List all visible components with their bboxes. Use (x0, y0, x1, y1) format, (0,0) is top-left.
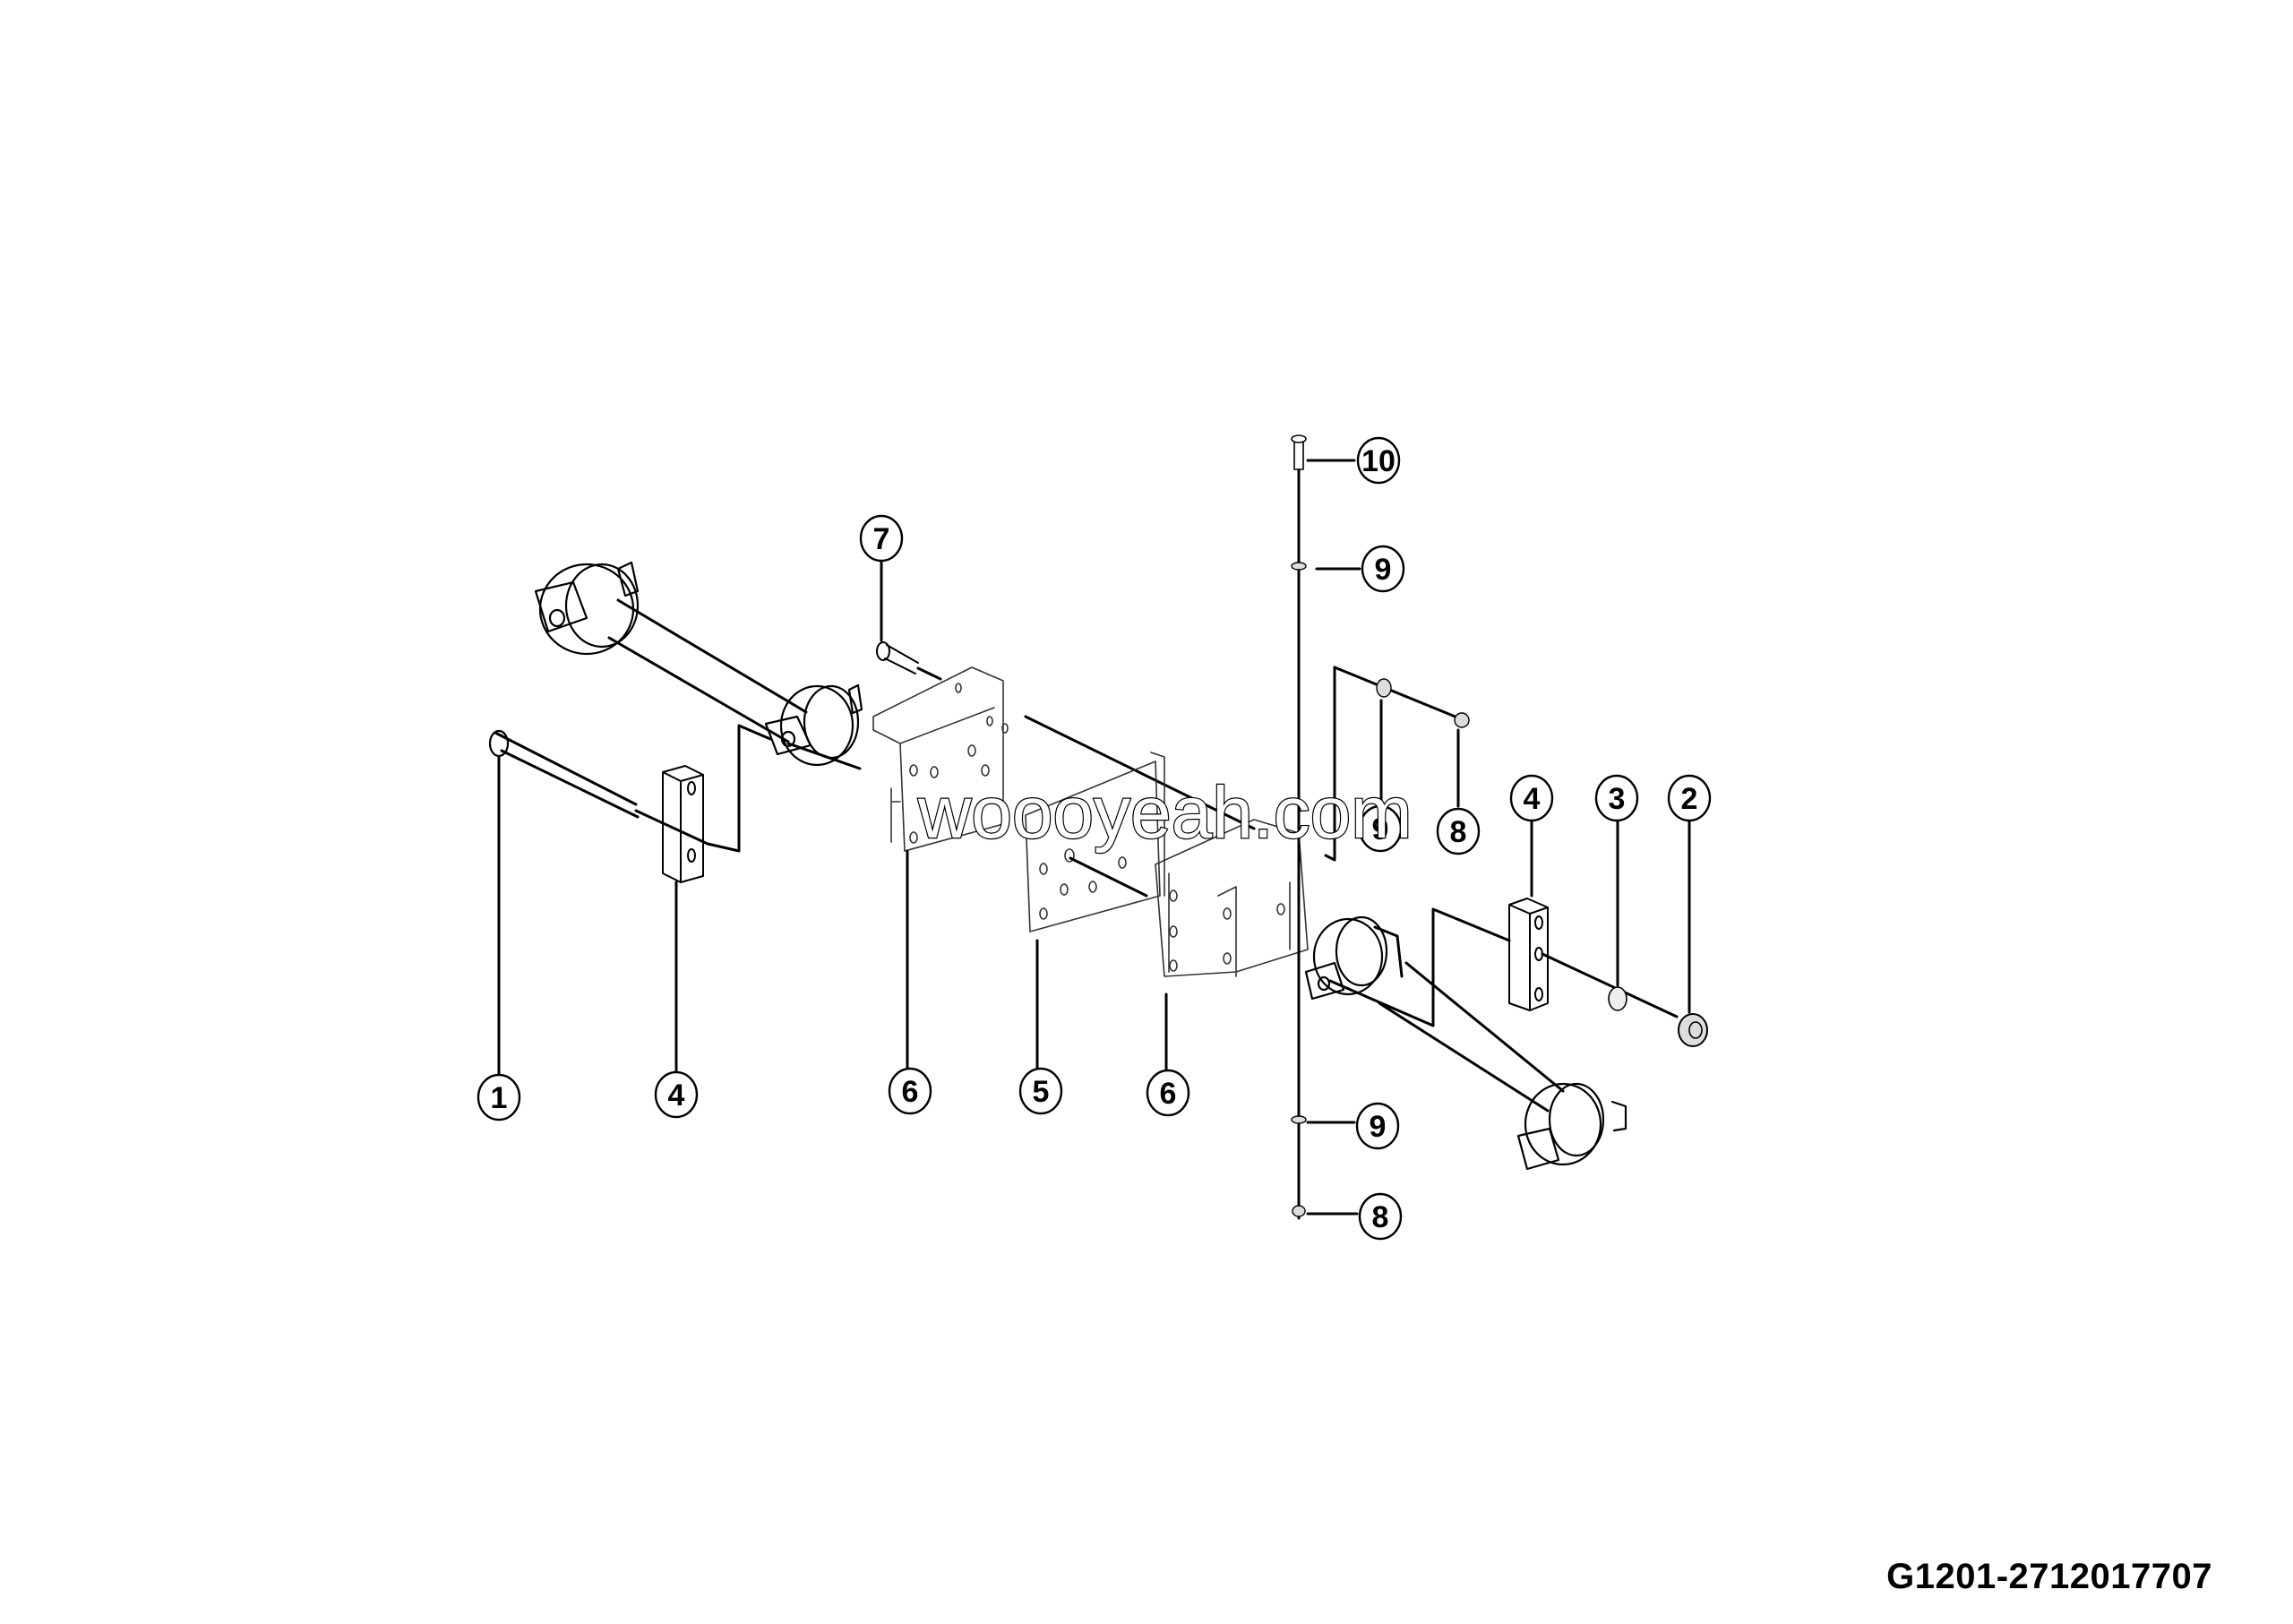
callout-number: 1 (491, 1081, 508, 1115)
callout-6: 6 (888, 1067, 932, 1115)
spacer-plate-5 (1025, 752, 1165, 1072)
callout-10: 10 (1356, 436, 1401, 485)
callout-7: 7 (859, 514, 904, 563)
callout-2: 2 (1667, 774, 1712, 822)
mounting-bracket-6-right (1155, 819, 1309, 1072)
callout-8: 8 (1436, 807, 1481, 855)
callout-9: 9 (1361, 545, 1405, 593)
mounting-bracket-6-left (872, 666, 1256, 1072)
bolt-1 (488, 729, 709, 1077)
callout-circle (654, 1070, 699, 1119)
callout-6: 6 (1146, 1069, 1190, 1117)
callout-circle (477, 1073, 521, 1121)
clamp-block-4-right (1508, 818, 1679, 1018)
side-fastener (1324, 666, 1470, 862)
callout-number: 10 (1361, 444, 1396, 478)
callout-number: 4 (1524, 782, 1541, 816)
callout-circle (1667, 774, 1712, 822)
callout-circle (1509, 774, 1554, 822)
drawing-code: G1201-2712017707 (1886, 1557, 2212, 1596)
callout-1: 1 (477, 1073, 521, 1121)
callout-number: 9 (1370, 1110, 1387, 1144)
washer-3 (1608, 819, 1627, 1011)
callout-circle (1356, 436, 1401, 485)
callout-circle (1358, 1192, 1403, 1241)
callout-9: 9 (1358, 804, 1403, 853)
callout-circle (1594, 774, 1639, 822)
callout-number: 7 (873, 522, 890, 556)
callout-layer: 1 4 6 5 6 7 10 9 9 8 4 3 2 9 8 (477, 436, 1712, 1241)
callout-number: 8 (1372, 1200, 1389, 1234)
torque-rod-upper-left (534, 561, 863, 770)
callout-circle (1436, 807, 1481, 855)
callout-circle (1355, 1102, 1400, 1150)
callout-circle (1358, 804, 1403, 853)
torque-rod-lower-right (1304, 907, 1627, 1171)
callout-number: 9 (1372, 812, 1389, 846)
callout-circle (1018, 1067, 1063, 1115)
callout-circle (859, 514, 904, 563)
callout-9: 9 (1355, 1102, 1400, 1150)
nut-2 (1678, 819, 1708, 1047)
callout-number: 8 (1450, 815, 1467, 849)
callout-circle (888, 1067, 932, 1115)
callout-number: 4 (668, 1078, 685, 1113)
vertical-bolt-stack (1291, 434, 1361, 1220)
callout-circle (1146, 1069, 1190, 1117)
callout-number: 6 (902, 1075, 919, 1109)
callout-4: 4 (654, 1070, 699, 1119)
callout-3: 3 (1594, 774, 1639, 822)
callout-5: 5 (1018, 1067, 1063, 1115)
callout-number: 9 (1375, 553, 1392, 587)
callout-8: 8 (1358, 1192, 1403, 1241)
callout-4: 4 (1509, 774, 1554, 822)
bolt-7 (876, 558, 942, 681)
clamp-block-4-left (662, 724, 772, 1077)
callout-number: 6 (1160, 1077, 1177, 1111)
callout-number: 5 (1033, 1075, 1050, 1109)
callout-circle (1361, 545, 1405, 593)
callout-number: 2 (1681, 782, 1698, 816)
watermark-text: woooyeah.com (917, 772, 1413, 854)
callout-number: 3 (1609, 782, 1626, 816)
